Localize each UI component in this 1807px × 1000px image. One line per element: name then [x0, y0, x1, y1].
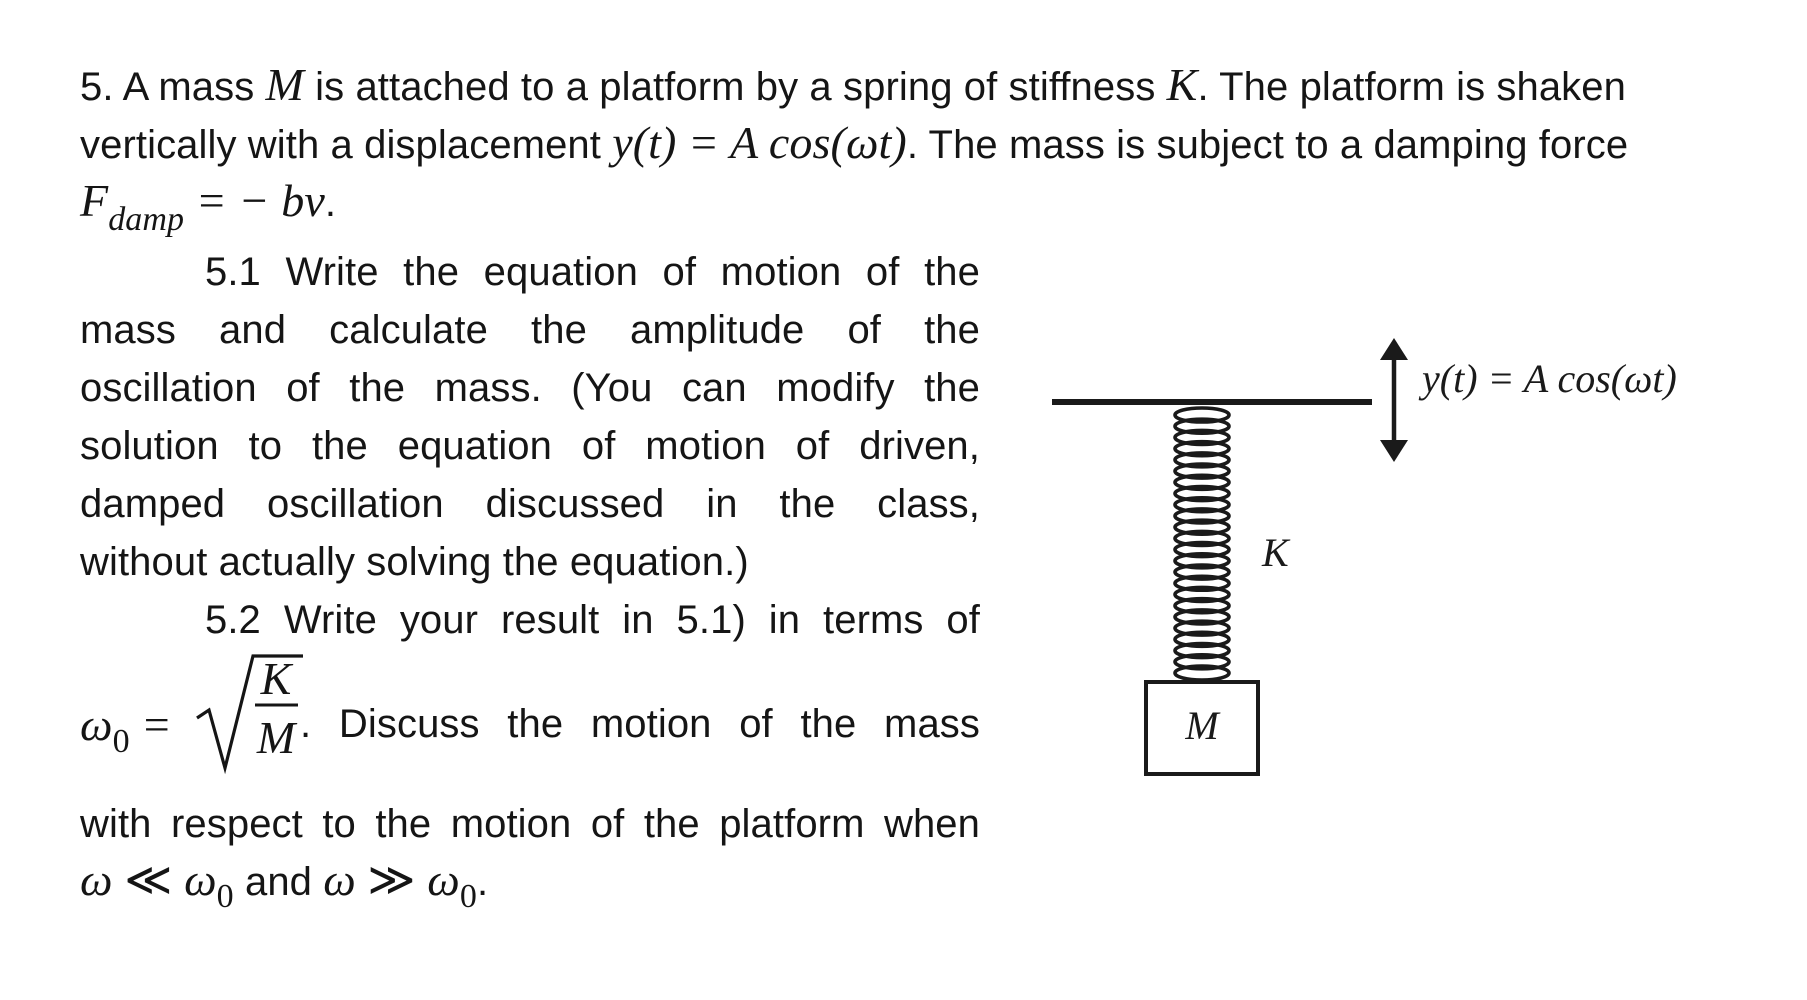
damping-period: . [324, 181, 337, 225]
part-5-2-line-3: with respect to the motion of the platfo… [80, 802, 980, 846]
platform-displacement-label: y(t) = A cos(ωt) [1418, 356, 1677, 401]
omega0-symbol: ω [80, 699, 113, 750]
spring-coil-loop [1173, 619, 1231, 637]
fraction-denominator: M [256, 712, 298, 763]
omega0-symbol-b: ω [427, 854, 460, 905]
spring-coil-loop [1173, 540, 1231, 559]
sqrt-fraction: K M [196, 653, 303, 775]
omega0-symbol-a: ω [184, 854, 217, 905]
spring-coil-loop [1173, 529, 1231, 548]
omega0-subscript-b: 0 [459, 878, 477, 915]
omega0-lhs: ω0 = [80, 696, 170, 760]
mass-symbol: M [265, 59, 304, 110]
spring-coil-loop [1173, 563, 1231, 581]
vertical-double-arrow [1380, 338, 1408, 462]
omega-symbol-b: ω [323, 854, 356, 905]
part-5-2-conditions: ω ≪ ω0 and ω ≫ ω0. [80, 851, 489, 915]
and-word: and [233, 860, 324, 904]
omega0-subscript-a: 0 [216, 878, 234, 915]
omega0-subscript: 0 [112, 723, 130, 760]
spring-coil-loop [1173, 495, 1231, 514]
spring-coil-loop [1173, 451, 1231, 469]
intro-line-1-b: is attached to a platform by a spring of… [303, 65, 1167, 109]
spring-coil-loop [1173, 462, 1231, 480]
conditions-period: . [477, 860, 489, 904]
radical-sign [196, 654, 303, 775]
spring-coil-loop [1173, 518, 1231, 536]
spring-constant-label: K [1261, 530, 1291, 575]
displacement-expression: y(t) = A cos(ωt) [612, 117, 907, 168]
intro-line-2: vertically with a displacement y(t) = A … [80, 114, 1628, 174]
part-5-1-line-4: solution to the equation of motion of dr… [80, 424, 980, 468]
damping-force-symbol: F [80, 175, 109, 226]
part-5-1-line-5: damped oscillation discussed in the clas… [80, 482, 980, 526]
spring-coil-loop [1173, 406, 1231, 424]
spring-coil-loop [1173, 596, 1231, 615]
spring-coil-loop [1173, 439, 1231, 458]
spring-coil-loop [1173, 552, 1231, 570]
spring-mass-diagram: y(t) = A cos(ωt) K M [1052, 338, 1677, 776]
damping-subscript: damp [108, 201, 185, 238]
damping-rhs: = − bv [184, 175, 325, 226]
omega-symbol-a: ω [80, 854, 113, 905]
spring-coil-loop [1173, 574, 1231, 593]
spring-coil-loop [1173, 473, 1231, 492]
spring-coil-loop [1173, 417, 1231, 436]
part-5-2-line-1: 5.2 Write your result in 5.1) in terms o… [205, 598, 980, 642]
intro-line-1-a: 5. A mass [80, 65, 266, 109]
part-5-1-line-6: without actually solving the equation.) [80, 540, 749, 584]
intro-line-2-a: vertically with a displacement [80, 123, 613, 167]
much-greater-than: ≫ [355, 854, 428, 905]
spring-coil-loop [1173, 641, 1231, 660]
intro-line-1-c: . The platform is shaken [1197, 65, 1626, 109]
spring-coil [1173, 406, 1231, 682]
spring-coil-loop [1173, 630, 1231, 649]
much-less-than: ≪ [112, 854, 185, 905]
mass-block [1144, 680, 1260, 776]
part-5-2-line-2-rest: . Discuss the motion of the mass [300, 702, 980, 746]
intro-line-2-b: . The mass is subject to a damping force [906, 123, 1629, 167]
omega0-equals: = [143, 699, 170, 750]
part-5-1-line-1: 5.1 Write the equation of motion of the [205, 250, 980, 294]
spring-coil-loop [1173, 507, 1231, 525]
spring-coil-loop [1173, 652, 1231, 671]
damping-force-line: Fdamp = − bv. [80, 172, 337, 238]
spring-coil-loop [1173, 608, 1231, 626]
part-5-1-line-3: oscillation of the mass. (You can modify… [80, 366, 980, 410]
spring-coil-loop [1173, 428, 1231, 447]
mass-block-label: M [1184, 703, 1221, 748]
fraction-numerator: K [260, 653, 294, 704]
intro-line-1: 5. A mass M is attached to a platform by… [80, 56, 1626, 116]
spring-coil-loop [1173, 484, 1231, 503]
stiffness-symbol: K [1166, 59, 1198, 110]
part-5-1-line-2: mass and calculate the amplitude of the [80, 308, 980, 352]
spring-coil-loop [1173, 585, 1231, 604]
